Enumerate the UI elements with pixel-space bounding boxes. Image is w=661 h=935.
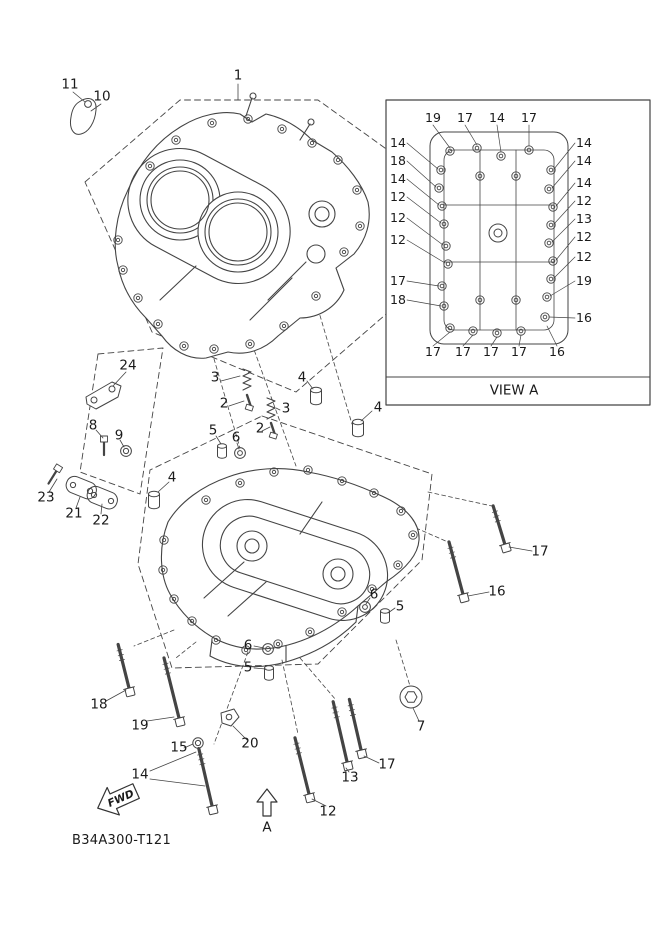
viewa-callout-12: 12 — [576, 192, 592, 208]
damper-parts — [148, 386, 364, 510]
callout-leader-lines — [48, 83, 533, 807]
part-callout-17: 17 — [378, 756, 396, 773]
fwd-arrow — [97, 783, 140, 816]
part-callout-2: 2 — [255, 420, 265, 437]
cover-gasket-parts — [47, 463, 118, 510]
part-callout-17: 17 — [531, 543, 549, 560]
lower-crankcase-drawing — [158, 465, 420, 668]
part-callout-11: 11 — [61, 76, 79, 93]
viewa-callout-12: 12 — [390, 188, 406, 204]
viewa-callout-17: 17 — [457, 109, 473, 125]
part-callout-9: 9 — [114, 427, 124, 444]
section-a-arrow — [256, 788, 278, 817]
part-callout-2: 2 — [219, 395, 229, 412]
part-callout-15: 15 — [170, 739, 188, 756]
viewa-callout-14: 14 — [390, 170, 406, 186]
lower-bolt-bosses — [158, 465, 418, 655]
part-callout-6: 6 — [369, 586, 379, 603]
part-callout-4: 4 — [373, 399, 383, 416]
viewa-callout-14: 14 — [576, 134, 592, 150]
part-callout-21: 21 — [65, 505, 83, 522]
assembly-axes — [133, 301, 493, 745]
viewa-callout-17: 17 — [483, 343, 499, 359]
viewa-callout-19: 19 — [576, 272, 592, 288]
upper-crankcase-drawing — [113, 92, 370, 359]
part-callout-10: 10 — [93, 88, 111, 105]
viewa-callout-12: 12 — [390, 231, 406, 247]
viewa-callout-14: 14 — [489, 109, 505, 125]
viewa-callout-12: 12 — [576, 228, 592, 244]
spring-parts — [242, 368, 278, 440]
viewa-callout-17: 17 — [390, 272, 406, 288]
upper-bolt-bosses — [113, 114, 365, 354]
viewa-callout-17: 17 — [425, 343, 441, 359]
section-arrow-label: A — [262, 819, 272, 836]
viewa-callout-17: 17 — [521, 109, 537, 125]
part-callout-6: 6 — [243, 637, 253, 654]
viewa-callout-16: 16 — [576, 309, 592, 325]
viewa-callout-16: 16 — [549, 343, 565, 359]
long-bolts — [116, 504, 512, 816]
part-callout-4: 4 — [297, 369, 307, 386]
bolt-18 — [116, 642, 136, 698]
part-callout-5: 5 — [208, 422, 218, 439]
collar-washer-parts — [217, 443, 390, 681]
view-a-title: VIEW A — [489, 382, 539, 399]
jet-oring-parts — [100, 435, 132, 457]
part-callout-20: 20 — [241, 735, 259, 752]
part-callout-3: 3 — [281, 400, 291, 417]
bolt-17-bottom — [347, 697, 368, 760]
bolt-14 — [197, 747, 219, 816]
part-callout-12: 12 — [319, 803, 337, 820]
viewa-callout-18: 18 — [390, 152, 406, 168]
part-callout-22: 22 — [92, 512, 110, 529]
viewa-callout-17: 17 — [455, 343, 471, 359]
bolt-17-right — [491, 504, 512, 554]
part-callout-8: 8 — [88, 417, 98, 434]
view-a-inset — [385, 99, 651, 406]
bracket-part — [85, 381, 122, 410]
viewa-callout-14: 14 — [390, 134, 406, 150]
view-a-leader-lines — [406, 124, 576, 347]
part-callout-23: 23 — [37, 489, 55, 506]
bolt-19 — [162, 656, 186, 728]
part-callout-7: 7 — [416, 718, 426, 735]
viewa-callout-13: 13 — [576, 210, 592, 226]
part-callout-24: 24 — [119, 357, 137, 374]
part-callout-5: 5 — [395, 598, 405, 615]
part-callout-1: 1 — [233, 67, 243, 84]
bolt-16-right — [447, 540, 470, 604]
oil-plug-part — [399, 685, 423, 709]
viewa-callout-18: 18 — [390, 291, 406, 307]
viewa-callout-14: 14 — [576, 174, 592, 190]
viewa-callout-14: 14 — [576, 152, 592, 168]
part-callout-16: 16 — [488, 583, 506, 600]
part-callout-6: 6 — [231, 429, 241, 446]
viewa-callout-19: 19 — [425, 109, 441, 125]
view-a-bolt-holes — [434, 143, 558, 338]
oring-clamp-parts — [192, 708, 240, 749]
viewa-callout-17: 17 — [511, 343, 527, 359]
part-callout-5: 5 — [243, 659, 253, 676]
bolt-13 — [331, 700, 354, 772]
part-callout-3: 3 — [210, 369, 220, 386]
small-parts — [47, 98, 423, 749]
part-callout-13: 13 — [341, 769, 359, 786]
breather-plate-part — [70, 98, 97, 135]
bolt-12 — [293, 736, 316, 804]
part-callout-18: 18 — [90, 696, 108, 713]
drawing-code: B34A300-T121 — [72, 833, 172, 848]
part-callout-14: 14 — [131, 766, 149, 783]
part-callout-19: 19 — [131, 717, 149, 734]
viewa-callout-12: 12 — [390, 209, 406, 225]
viewa-callout-12: 12 — [576, 248, 592, 264]
part-callout-4: 4 — [167, 469, 177, 486]
